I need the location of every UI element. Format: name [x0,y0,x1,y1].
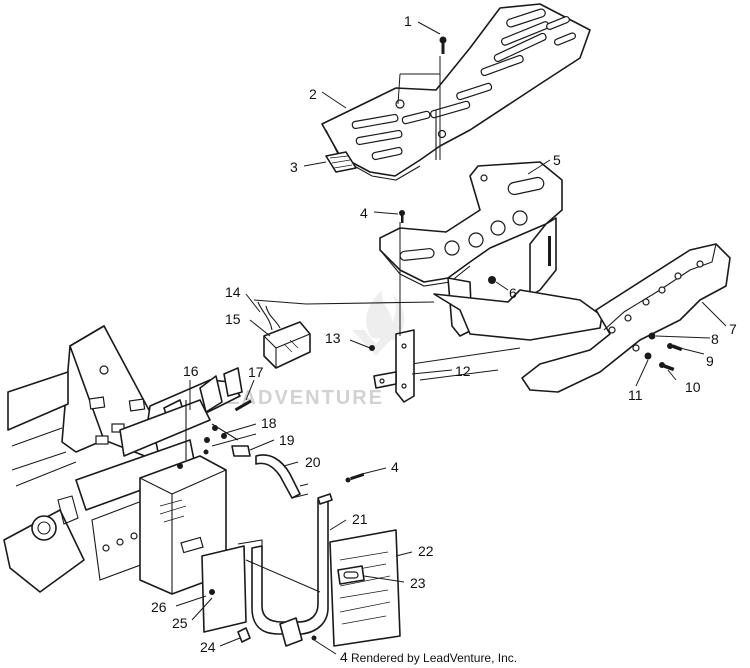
callout-16: 16 [183,363,199,379]
reflector-plate [325,151,357,173]
callout-2: 2 [309,86,317,102]
callout-7: 7 [729,321,737,337]
screw-13 [369,345,375,351]
callout-4-upper: 4 [360,205,368,221]
vehicle-frame [3,325,243,593]
plate-26 [201,545,303,647]
callout-9: 9 [706,353,714,369]
callout-23: 23 [410,575,426,591]
watermark-text: LEADVENTURE [212,387,384,409]
callout-3: 3 [290,159,298,175]
callout-4-lower: 4 [340,649,348,665]
screw-4-upper [399,210,405,223]
bracket-12 [373,329,415,403]
strap-20 [255,454,309,499]
callout-26: 26 [151,599,167,615]
callout-15: 15 [225,311,241,327]
callout-8: 8 [711,331,719,347]
leader-lines [175,21,727,655]
screw-25 [209,589,215,595]
nut-6 [488,276,496,284]
washer-8 [648,332,656,340]
callout-20: 20 [305,454,321,470]
mudflap-plate-23 [337,565,365,585]
callout-14: 14 [225,284,241,300]
nut-24 [237,627,251,643]
callout-18: 18 [261,415,277,431]
callout-25: 25 [172,615,188,631]
washer-11 [644,352,652,360]
callout-17: 17 [248,364,264,380]
rear-bumper [521,243,731,393]
bolt-9 [667,343,683,352]
screw-4-lower [345,472,365,483]
mud-flap-22 [329,529,401,647]
bolt-10 [659,362,675,372]
bolt-1 [439,36,447,54]
callout-10: 10 [685,379,701,395]
hardware-16-19 [185,399,252,460]
callout-6: 6 [509,285,517,301]
callout-labels: 1 2 3 4 5 6 7 8 9 10 11 12 13 14 15 16 1… [151,13,737,665]
tail-light [257,301,311,369]
callout-4-middle: 4 [391,459,399,475]
callout-24: 24 [200,639,216,655]
rear-mount-bracket [253,289,603,381]
callout-22: 22 [418,543,434,559]
callout-13: 13 [325,330,341,346]
screw-4-bottom [311,635,317,641]
callout-11: 11 [628,387,643,403]
callout-1: 1 [404,13,412,29]
credit-text: Rendered by LeadVenture, Inc. [351,651,517,665]
callout-12: 12 [455,363,471,379]
mudflap-bracket-21 [237,493,333,635]
rear-rack-upper [321,3,591,181]
callout-19: 19 [279,432,295,448]
callout-5: 5 [553,152,561,168]
callout-21: 21 [352,511,368,527]
